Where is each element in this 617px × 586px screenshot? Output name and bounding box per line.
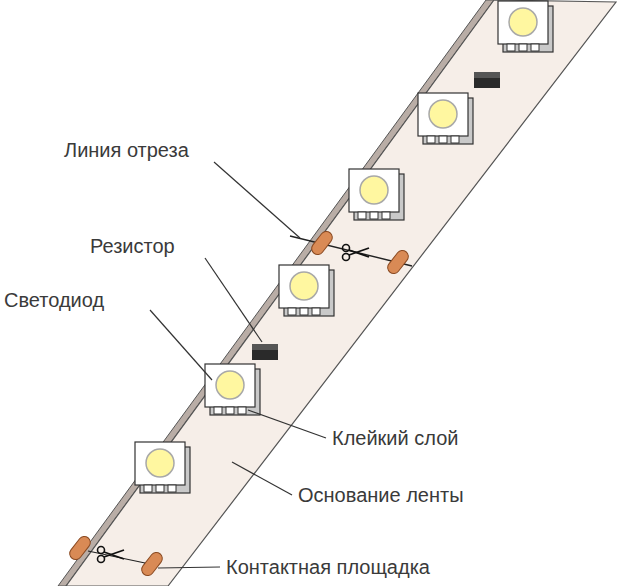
contact-pad xyxy=(139,550,164,578)
led-symbol xyxy=(418,93,473,144)
contact-pad xyxy=(385,248,410,276)
part-label: Основание ленты xyxy=(298,485,464,505)
part-label: Клейкий слой xyxy=(332,428,458,448)
part-label: Резистор xyxy=(90,236,175,256)
scissors-symbol xyxy=(343,245,370,261)
led-symbol xyxy=(349,169,404,220)
leader-line xyxy=(205,258,262,342)
part-label: Светодиод xyxy=(4,290,104,310)
led-symbol xyxy=(279,265,334,316)
leader-line xyxy=(214,162,300,238)
leader-line xyxy=(150,310,212,380)
contact-pad xyxy=(309,229,334,257)
part-label: Контактная площадка xyxy=(226,557,430,577)
scissors-symbol xyxy=(98,547,125,563)
leader-line xyxy=(248,410,326,438)
part-label: Линия отреза xyxy=(64,140,189,160)
led-symbol xyxy=(498,1,553,52)
contact-pad xyxy=(67,534,92,562)
strip-base xyxy=(66,0,616,586)
led-symbol xyxy=(205,364,260,415)
resistor-symbol xyxy=(474,72,500,88)
led-symbol xyxy=(135,442,190,493)
leader-line xyxy=(232,462,292,495)
resistor-symbol xyxy=(252,344,278,360)
leader-line xyxy=(158,567,220,568)
strip-edge xyxy=(58,0,494,586)
